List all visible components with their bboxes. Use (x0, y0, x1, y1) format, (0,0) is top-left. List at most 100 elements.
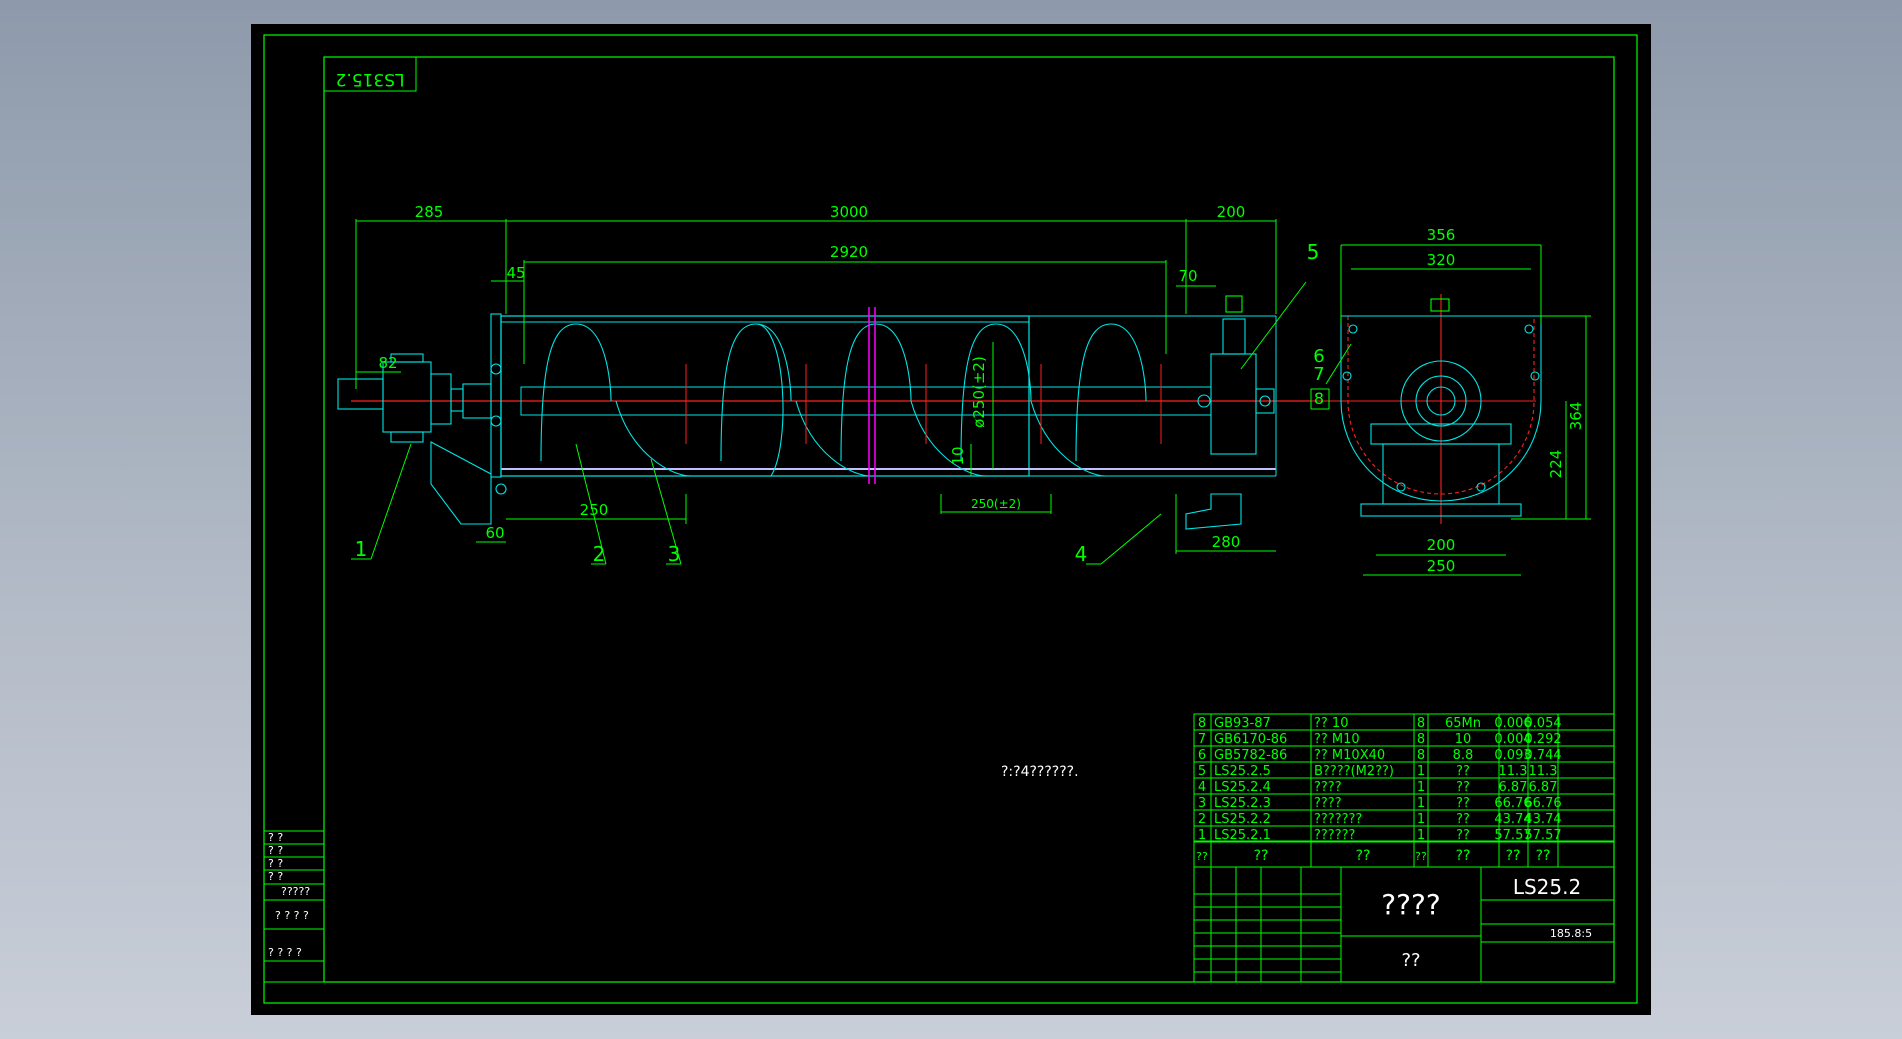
bom-cell-mat: 65Mn (1445, 716, 1481, 731)
bom-cell-name: ?? M10X40 (1314, 748, 1385, 763)
end-bearing (1185, 295, 1275, 530)
bom-cell-w1: 57.57 (1494, 828, 1531, 843)
bom-cell-name: ?? 10 (1314, 716, 1348, 731)
bom-cell-mat: 8.8 (1453, 748, 1474, 763)
rotated-drawing-number: LS315.2 (336, 69, 405, 89)
bom-cell-name: ??????? (1314, 812, 1362, 827)
side-label: ? ? (268, 844, 283, 857)
bom-cell-w2: 11.3 (1529, 764, 1558, 779)
dim-base-w: 200 (1427, 536, 1456, 554)
bom-cell-code: LS25.2.4 (1214, 780, 1271, 795)
part-label: 7 (1313, 364, 1324, 385)
bom-cell-w2: 0.744 (1524, 748, 1561, 763)
bom-cell-name: ?? M10 (1314, 732, 1360, 747)
bom-cell-code: GB5782-86 (1214, 748, 1287, 763)
bom-header-cell: ?? (1456, 848, 1471, 864)
drawing-number: LS25.2 (1513, 875, 1581, 899)
dim-inner: 2920 (830, 243, 868, 261)
front-view (337, 295, 1311, 530)
bom-cell-code: GB93-87 (1214, 716, 1271, 731)
material: ?? (1401, 950, 1420, 971)
side-label: ? ? (268, 870, 283, 883)
bom-cell-name: ???? (1314, 796, 1342, 811)
bom-cell-no: 4 (1198, 780, 1206, 795)
cad-drawing: LS315.2 ? ? ? ? ? ? ? ? ????? ? ? ? ? ? … (263, 34, 1638, 1004)
bom-cell-mat: ?? (1456, 764, 1470, 779)
bom-cell-mat: ?? (1456, 780, 1470, 795)
bom-cell-mat: ?? (1456, 828, 1470, 843)
bom-cell-mat: ?? (1456, 796, 1470, 811)
screw-flights (540, 323, 1147, 477)
bom-cell-qty: 1 (1417, 812, 1425, 827)
bom-header-cell: ?? (1506, 848, 1521, 864)
dim-pitch: 250(±2) (971, 497, 1021, 511)
bom-cell-w1: 0.093 (1494, 748, 1531, 763)
bom-cell-name: B????(M2??) (1314, 764, 1394, 779)
bom-cell-mat: 10 (1455, 732, 1472, 747)
part-label: 1 (355, 537, 368, 561)
inner-frame (323, 56, 1615, 983)
side-view (1311, 294, 1542, 524)
dim-60: 60 (485, 524, 504, 542)
bom-cell-w1: 6.87 (1499, 780, 1528, 795)
rotated-number-box (323, 56, 417, 92)
bom-header-cell: ?? (1196, 850, 1208, 863)
bom-cell-code: GB6170-86 (1214, 732, 1287, 747)
bom-cell-qty: 1 (1417, 780, 1425, 795)
side-label: ? ? (268, 831, 283, 844)
part-label: 5 (1307, 240, 1320, 264)
side-label: ? ? ? ? (268, 946, 302, 959)
side-label: ? ? ? ? (275, 909, 309, 922)
hanger-bearing (868, 307, 876, 484)
bom-cell-qty: 1 (1417, 796, 1425, 811)
dim-left: 285 (415, 203, 444, 221)
part-label: 2 (593, 542, 606, 566)
bom-cell-w1: 66.76 (1494, 796, 1531, 811)
bom-cell-no: 7 (1198, 732, 1206, 747)
bom-cell-w2: 6.87 (1529, 780, 1558, 795)
side-label: ? ? (268, 857, 283, 870)
bom-cell-code: LS25.2.3 (1214, 796, 1271, 811)
dim-right: 200 (1217, 203, 1246, 221)
dim-overall: 3000 (830, 203, 868, 221)
bom-cell-qty: 8 (1417, 748, 1425, 763)
bom-header-cell: ?? (1356, 848, 1371, 864)
bom-cell-name: ???? (1314, 780, 1342, 795)
outer-frame (263, 34, 1638, 1004)
side-label: ????? (281, 885, 310, 898)
bom-table (1193, 713, 1615, 983)
bom-cell-no: 5 (1198, 764, 1206, 779)
bom-cell-qty: 8 (1417, 732, 1425, 747)
bom-cell-code: LS25.2.2 (1214, 812, 1271, 827)
dim-70: 70 (1178, 267, 1197, 285)
bom-cell-mat: ?? (1456, 812, 1470, 827)
part-label: 3 (668, 542, 681, 566)
bom-header-cell: ?? (1254, 848, 1269, 864)
drive-gearbox (337, 313, 507, 525)
bom-cell-code: LS25.2.1 (1214, 828, 1271, 843)
dim-10: 10 (949, 446, 967, 465)
part-label: 4 (1075, 542, 1088, 566)
front-dimensions (351, 219, 1307, 565)
bom-cell-no: 8 (1198, 716, 1206, 731)
scale-weight: 185.8:5 (1550, 927, 1592, 940)
bom-header-cell: ?? (1536, 848, 1551, 864)
bom-header-cell: ?? (1415, 850, 1427, 863)
drawing-note: ?:?4??????. (1001, 764, 1079, 780)
part-label: 6 (1313, 346, 1324, 367)
side-dimensions (1310, 244, 1591, 576)
bom-cell-code: LS25.2.5 (1214, 764, 1271, 779)
bom-cell-w2: 0.054 (1524, 716, 1561, 731)
dim-side-h: 364 (1567, 402, 1585, 431)
dim-side-h2: 224 (1547, 450, 1565, 479)
drawing-sheet: LS315.2 ? ? ? ? ? ? ? ? ????? ? ? ? ? ? … (251, 24, 1651, 1015)
bom-cell-qty: 1 (1417, 828, 1425, 843)
bom-cell-no: 1 (1198, 828, 1206, 843)
bom-cell-w1: 0.006 (1494, 716, 1531, 731)
bom-cell-w1: 43.74 (1494, 812, 1531, 827)
dim-base-w2: 250 (1427, 557, 1456, 575)
bom-cell-qty: 8 (1417, 716, 1425, 731)
dim-280: 280 (1212, 533, 1241, 551)
bom-cell-name: ?????? (1314, 828, 1355, 843)
